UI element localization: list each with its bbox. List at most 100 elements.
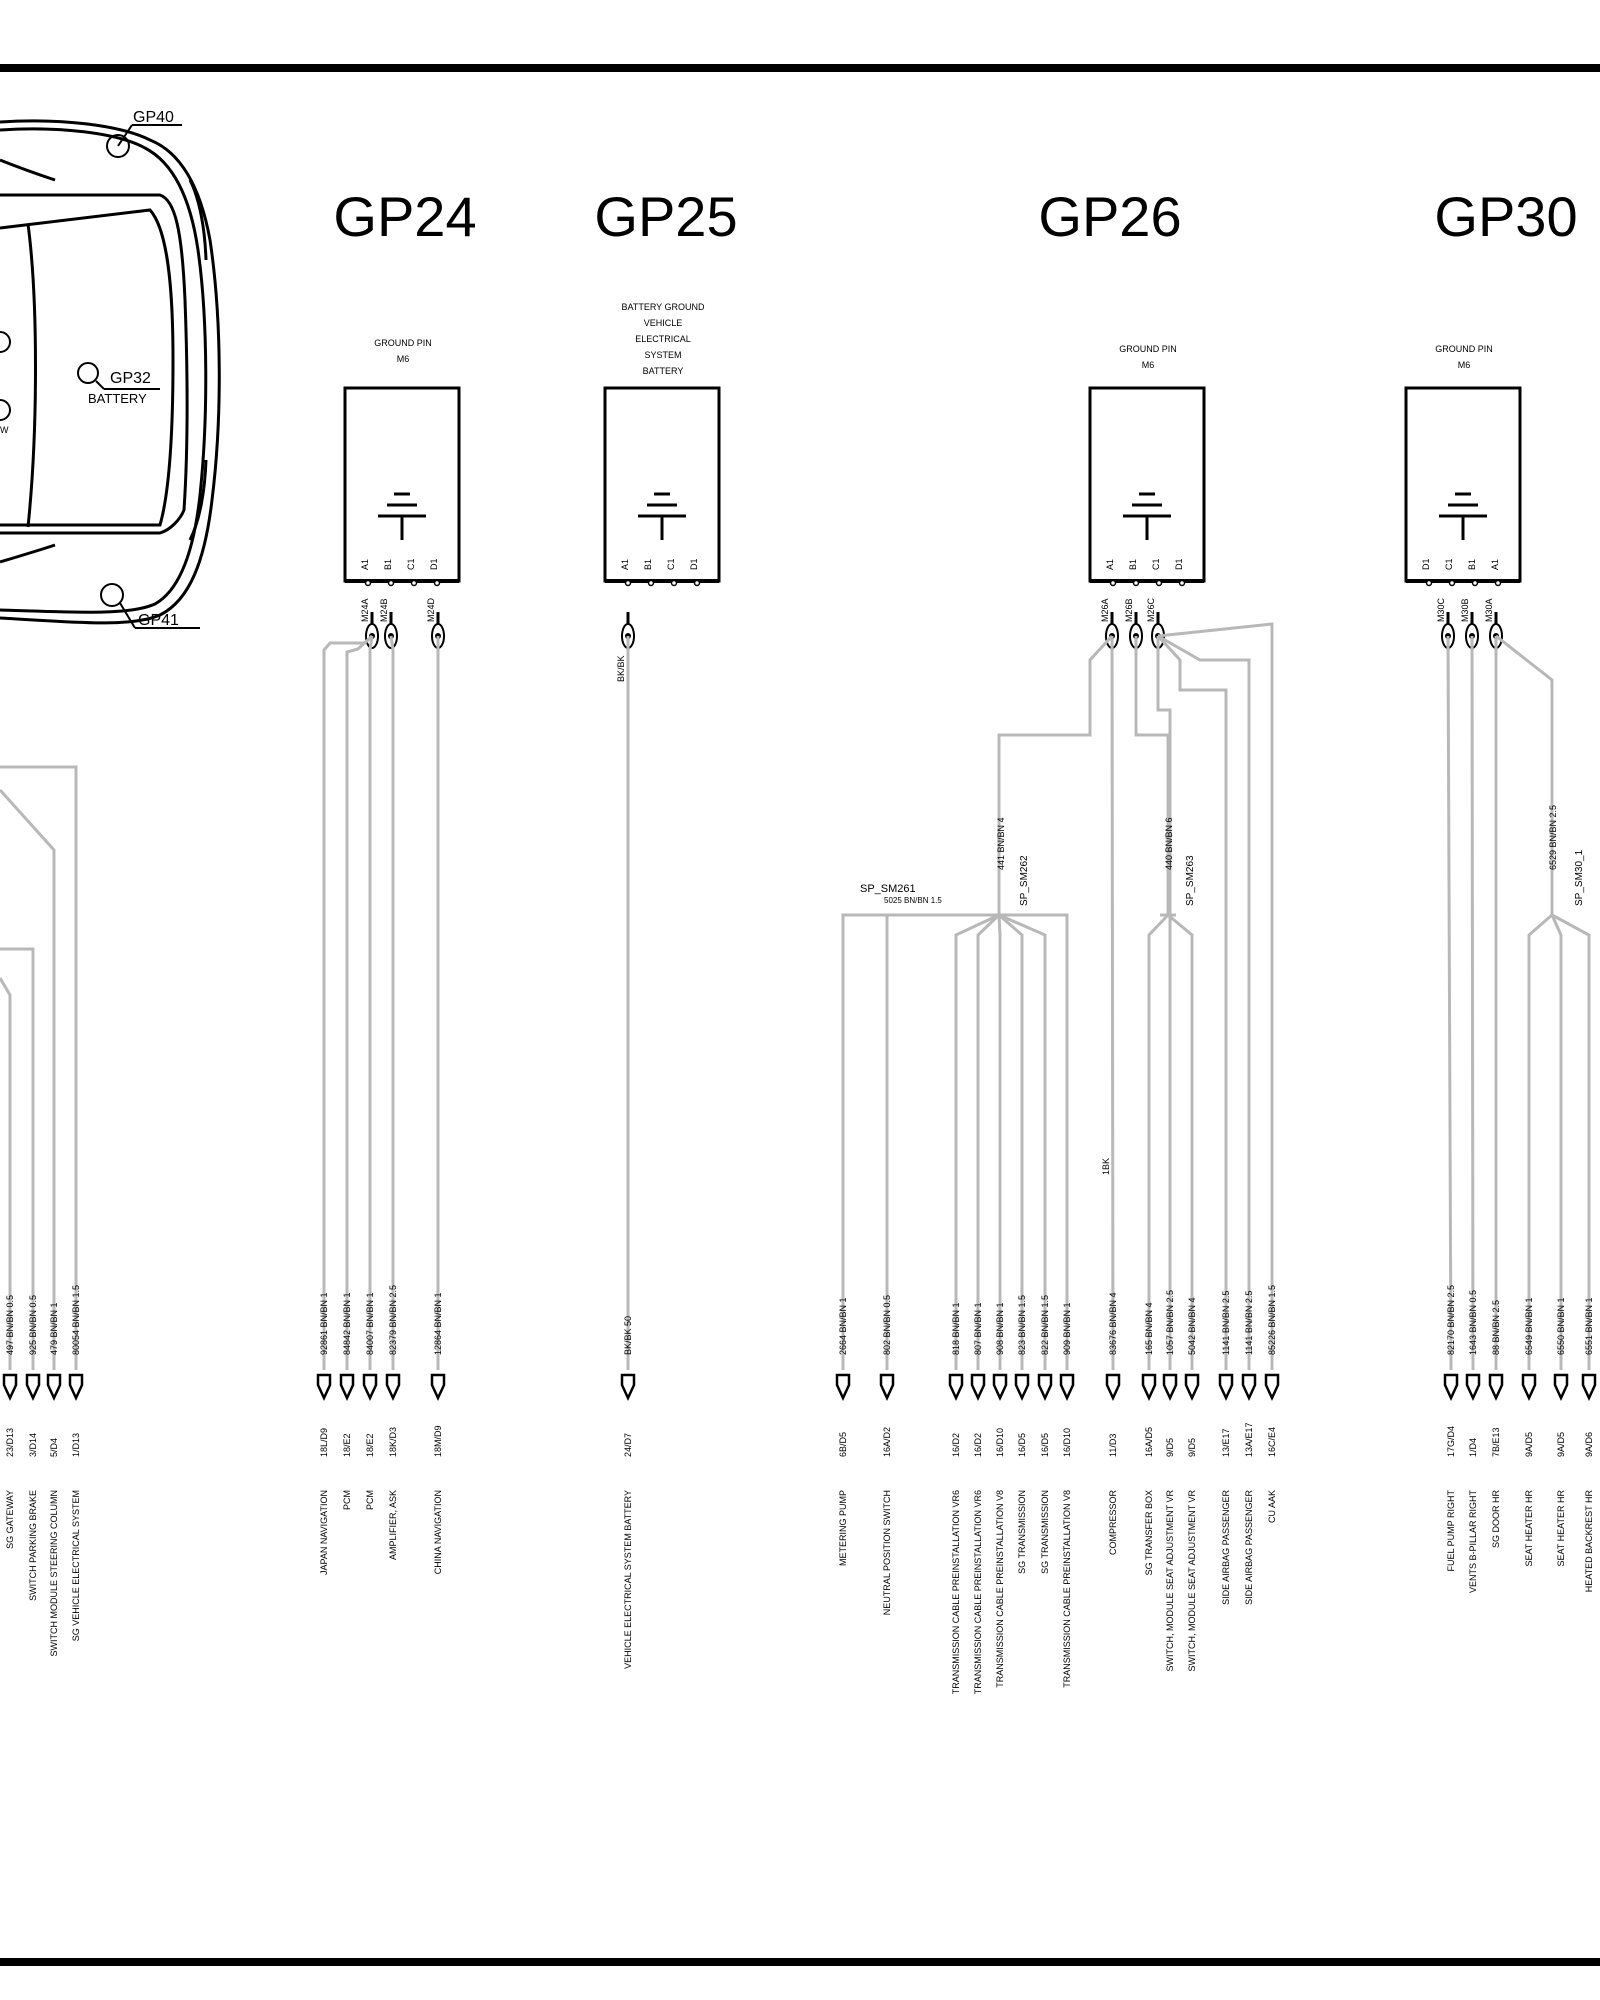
ground-point-label: SYSTEM: [644, 350, 681, 360]
pin-terminal: [1178, 579, 1186, 587]
wire-destination: SG VEHICLE ELECTRICAL SYSTEM: [71, 1490, 81, 1641]
pin-label: A1: [620, 559, 630, 570]
wire-code: 85226 BN/BN 1.5: [1267, 1285, 1277, 1355]
pin-label: C1: [1151, 558, 1161, 570]
pin-label: C1: [666, 558, 676, 570]
terminal-symbol: [25, 1373, 41, 1401]
label-gp40: GP40: [133, 109, 174, 126]
wire-code: 908 BN/BN 1: [995, 1302, 1005, 1355]
connector-label: M24B: [379, 598, 389, 622]
label-gp32: GP32: [110, 370, 151, 387]
wire-location: 7B/E13: [1491, 1427, 1501, 1457]
wire-path: [1156, 636, 1172, 1370]
wire-path: [841, 913, 999, 1370]
splice-labels: SP_SM261 5025 BN/BN 1.5 441 BN/BN 4 SP_S…: [860, 805, 1585, 1175]
wire-code: 1141 BN/BN 2.5: [1244, 1291, 1254, 1355]
wire-destination: METERING PUMP: [838, 1490, 848, 1566]
pin-terminal: [1155, 579, 1163, 587]
pin-terminal: [1132, 579, 1140, 587]
wire-path: [1495, 634, 1554, 1370]
splice-sp262-wire: 441 BN/BN 4: [996, 817, 1006, 870]
pin-terminal: [433, 579, 441, 587]
ground-point-title: GP30: [1434, 185, 1577, 248]
terminal-symbol: [970, 1373, 986, 1401]
wire-harness: [0, 622, 1591, 1371]
ground-point-label: BATTERY: [643, 366, 684, 376]
wire-location: 16/D2: [951, 1433, 961, 1457]
connector-label: M26C: [1146, 597, 1156, 622]
wire-location: 9/D5: [1165, 1438, 1175, 1457]
wire-location: 13/E17: [1221, 1428, 1231, 1457]
wire-destination: PCM: [342, 1490, 352, 1510]
wire-path: [0, 788, 56, 1370]
wire-code: 2664 BN/BN 1: [838, 1297, 848, 1355]
ground-point-label: M6: [397, 354, 410, 364]
wire-path: [954, 913, 1000, 1370]
connector-label: M26A: [1100, 598, 1110, 622]
terminal-symbol: [1105, 1373, 1121, 1401]
ground-pin-box: [1404, 386, 1522, 583]
bottom-border: [0, 1958, 1600, 1966]
wire-location: 11/D3: [1108, 1434, 1118, 1457]
wire-destination: TRANSMISSION CABLE PREINSTALLATION V8: [1062, 1490, 1072, 1688]
terminal-symbol: [1521, 1373, 1537, 1401]
wire-code: 1141 BN/BN 2.5: [1221, 1291, 1231, 1355]
connector-label: M30A: [1484, 598, 1494, 622]
wire-location: 16/D5: [1017, 1433, 1027, 1457]
ground-point-title: GP26: [1038, 185, 1181, 248]
wire-code: 6550 BN/BN 1: [1556, 1297, 1566, 1355]
wire-path: [997, 634, 1114, 915]
pin-terminal: [1471, 579, 1479, 587]
wire-destination: SWITCH, MODULE SEAT ADJUSTMENT VR: [1165, 1490, 1175, 1672]
wire-code: 925 BN/BN 0.5: [28, 1295, 38, 1355]
wire-destination: SG TRANSMISSION: [1040, 1490, 1050, 1574]
wire-path: [1110, 635, 1115, 1371]
terminal-symbol: [1553, 1373, 1569, 1401]
wire-code: 6549 BN/BN 1: [1524, 1297, 1534, 1355]
pin-label: B1: [1467, 559, 1477, 570]
pin-terminal: [1448, 579, 1456, 587]
wire-code: 82379 BN/BN 2.5: [388, 1285, 398, 1355]
pin-terminal: [387, 579, 395, 587]
wire-path: [1550, 914, 1563, 1370]
pin-terminal: [1494, 579, 1502, 587]
wire-code: 823 BN/BN 1.5: [1017, 1295, 1027, 1355]
wire-destination: VENTS B-PILLAR RIGHT: [1468, 1490, 1478, 1594]
pin-terminal: [364, 579, 372, 587]
wire-code: 88 BN/BN 2.5: [1491, 1300, 1501, 1355]
ground-point-label: M6: [1458, 360, 1471, 370]
ground-point-label: BATTERY GROUND: [621, 302, 705, 312]
wire-location: 9/D5: [1187, 1438, 1197, 1457]
wire-destination: PCM: [365, 1490, 375, 1510]
terminal-symbol: [1218, 1373, 1234, 1401]
splice-sp30-wire: 6529 BN/BN 2.5: [1548, 805, 1558, 870]
wire-path: [1470, 635, 1475, 1371]
wire-destination: CU AAK: [1267, 1490, 1277, 1523]
wire-code: 92861 BN/BN 1: [319, 1292, 329, 1355]
wire-code: 84842 BN/BN 1: [342, 1292, 352, 1355]
terminal-symbol: [1037, 1373, 1053, 1401]
ground-pin-box: [343, 386, 461, 583]
wire-location: 18/E2: [365, 1433, 375, 1457]
ground-point-title: GP24: [333, 185, 476, 248]
pin-label: B1: [643, 559, 653, 570]
pin-label: C1: [1444, 558, 1454, 570]
